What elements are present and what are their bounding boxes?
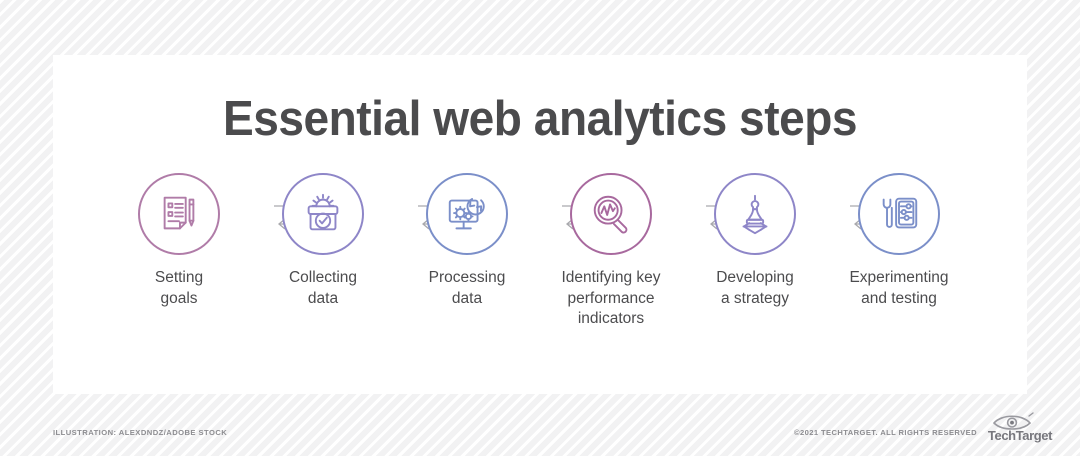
illustration-credit: ILLUSTRATION: ALEXDNDZ/ADOBE STOCK	[53, 428, 228, 437]
step-4-label: Identifying key performance indicators	[561, 269, 661, 327]
step-setting-goals[interactable]: Setting goals	[107, 173, 251, 309]
infographic-card: Essential web analytics steps	[53, 55, 1027, 394]
step-4-circle	[570, 173, 652, 255]
chess-pawn-arrows-icon	[742, 194, 768, 235]
step-1-label: Setting goals	[154, 269, 204, 307]
page-title: Essential web analytics steps	[222, 92, 858, 146]
step-3-circle	[426, 173, 508, 255]
document-checklist-pencil-icon	[163, 196, 195, 230]
steps-row: Setting goals Collecting data	[53, 173, 1027, 373]
step-5-label: Developing a strategy	[716, 269, 794, 307]
step-experimenting-testing[interactable]: Experimenting and testing	[827, 173, 971, 309]
step-2-label: Collecting data	[288, 269, 358, 307]
data-box-gear-check-icon	[307, 193, 339, 231]
step-developing-strategy[interactable]: Developing a strategy	[683, 173, 827, 309]
svg-text:TechTarget: TechTarget	[988, 428, 1053, 443]
step-5-circle	[714, 173, 796, 255]
wrench-sliders-icon	[882, 197, 918, 229]
copyright-notice: ©2021 TECHTARGET. ALL RIGHTS RESERVED	[794, 428, 977, 437]
eye-icon	[992, 412, 1034, 430]
step-6-circle	[858, 173, 940, 255]
step-6-label: Experimenting and testing	[849, 269, 949, 307]
techtarget-logo: TechTarget	[982, 410, 1058, 444]
step-2-circle	[282, 173, 364, 255]
step-3-label: Processing data	[428, 269, 506, 307]
monitor-gears-refresh-icon	[448, 197, 485, 230]
step-processing-data[interactable]: Processing data	[395, 173, 539, 309]
step-identifying-kpis[interactable]: Identifying key performance indicators	[539, 173, 683, 330]
magnifier-chart-icon	[593, 195, 628, 234]
step-1-circle	[138, 173, 220, 255]
step-collecting-data[interactable]: Collecting data	[251, 173, 395, 309]
